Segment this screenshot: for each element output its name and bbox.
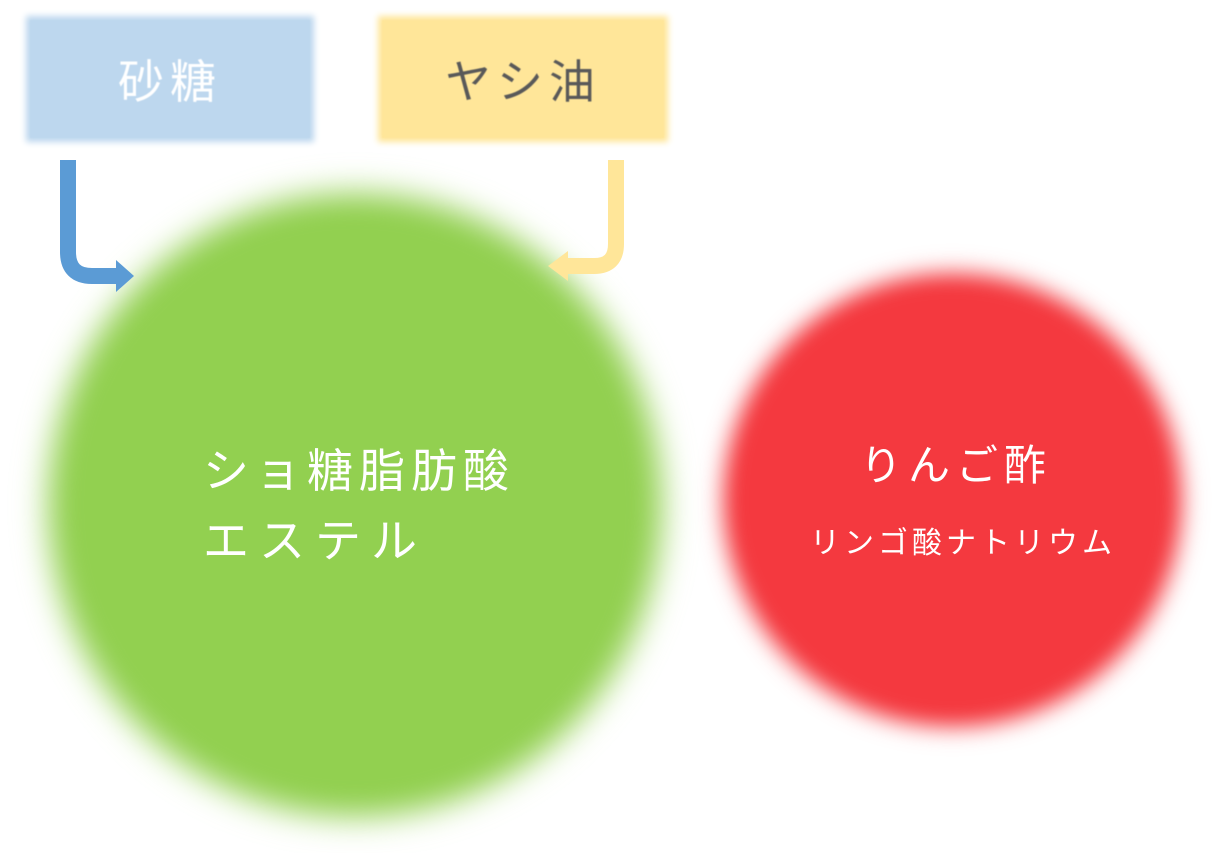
green-circle-label-line1: ショ糖脂肪酸	[203, 444, 515, 498]
blue-arrow-icon	[60, 160, 134, 292]
green-circle	[70, 215, 640, 795]
coconut-oil-box: ヤシ油	[382, 20, 664, 138]
sugar-label: 砂糖	[118, 55, 222, 109]
red-circle	[735, 285, 1170, 715]
green-circle-label-line2: エステル	[203, 514, 427, 568]
sugar-box: 砂糖	[30, 20, 310, 138]
yellow-arrow-icon	[548, 160, 624, 281]
coconut-oil-label: ヤシ油	[445, 55, 601, 109]
red-circle-label-line1: りんご酢	[860, 441, 1053, 490]
red-circle-label-line2: リンゴ酸ナトリウム	[810, 526, 1116, 561]
